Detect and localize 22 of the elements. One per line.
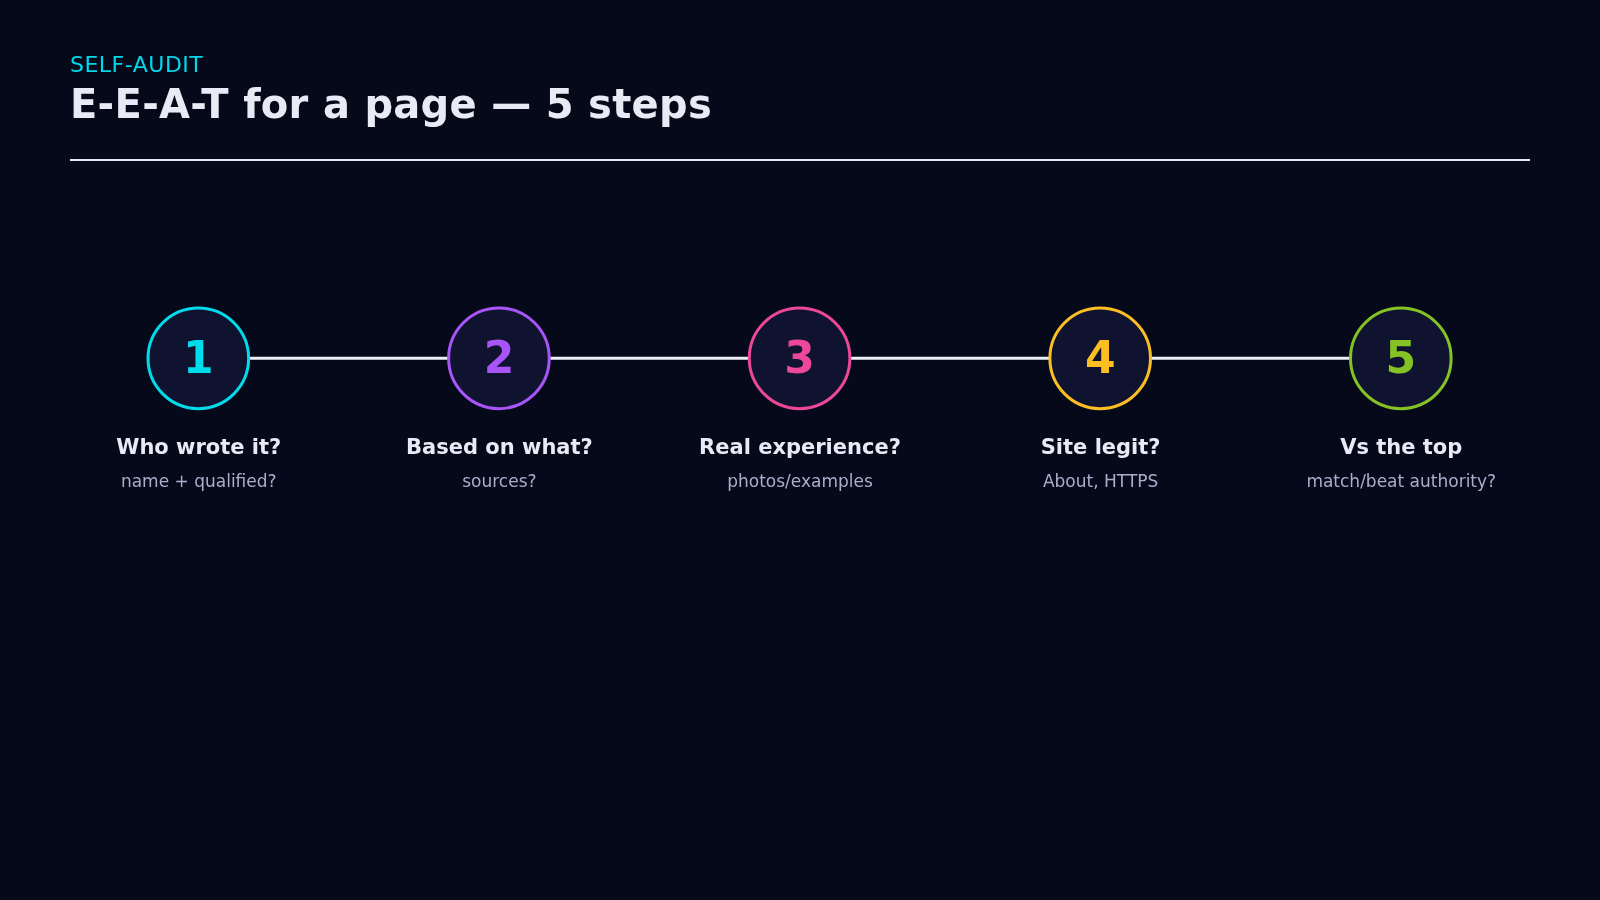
step-heading: Based on what? xyxy=(406,434,593,459)
title: E-E-A-T for a page — 5 steps xyxy=(70,81,713,127)
step-description: match/beat authority? xyxy=(1306,470,1497,491)
timeline-diagram: 1 2 3 4 5 xyxy=(140,300,1460,417)
step-description: photos/examples xyxy=(727,470,873,491)
node-circle xyxy=(1349,306,1454,411)
step-description: sources? xyxy=(462,470,537,491)
step-description: About, HTTPS xyxy=(1042,470,1159,491)
node-circle xyxy=(1048,306,1153,411)
node-circle xyxy=(748,306,852,411)
connector xyxy=(249,356,450,360)
step-heading: Site legit? xyxy=(1040,434,1161,459)
connector xyxy=(1150,356,1351,360)
step-heading: Who wrote it? xyxy=(116,434,282,459)
node-circle xyxy=(447,306,552,411)
connector xyxy=(549,356,750,360)
step-heading: Vs the top xyxy=(1340,434,1463,459)
step-heading: Real experience? xyxy=(699,434,901,459)
node-circle xyxy=(146,306,251,411)
step-description: name + qualified? xyxy=(120,470,277,491)
connector xyxy=(850,356,1051,360)
eyebrow-label: SELF-AUDIT xyxy=(70,52,204,77)
